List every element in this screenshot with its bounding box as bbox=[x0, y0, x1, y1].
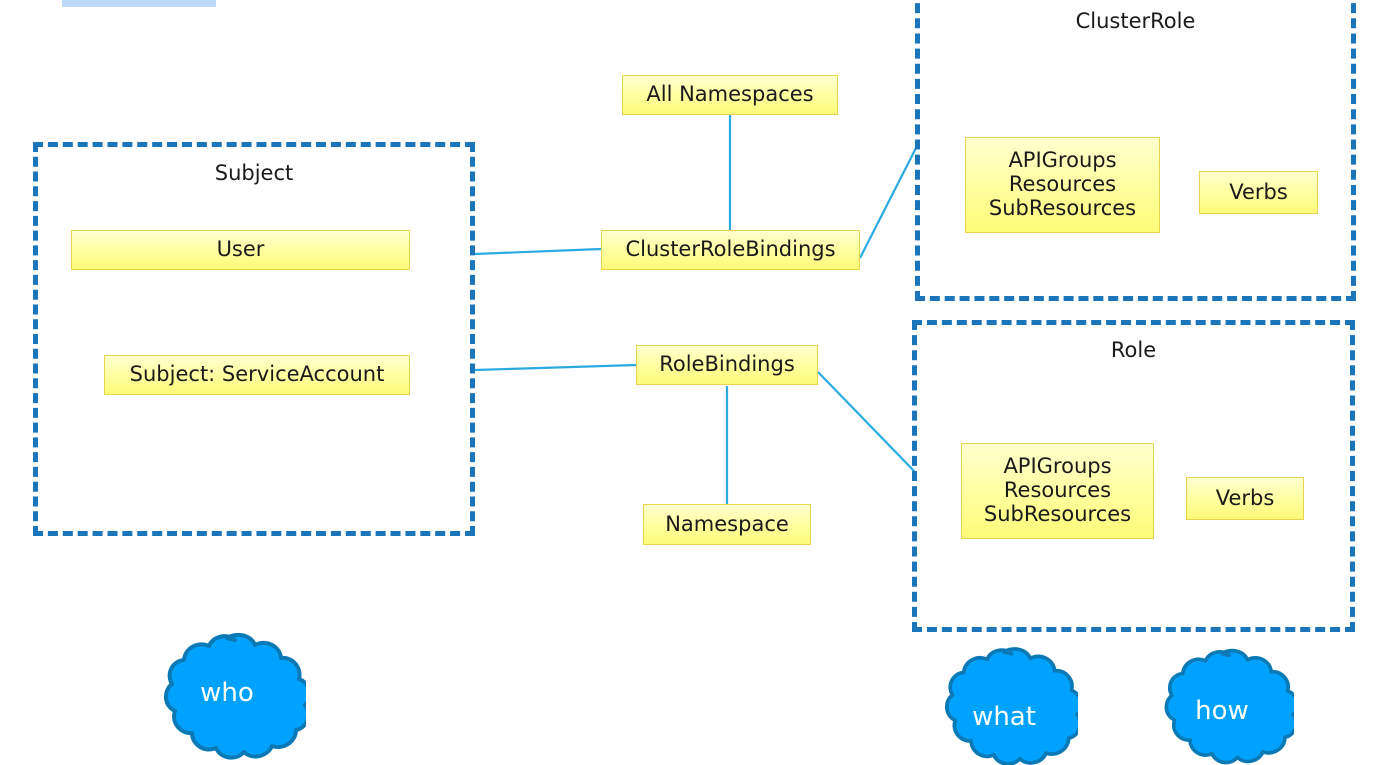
group-clusterrole: ClusterRole bbox=[915, 0, 1356, 301]
node-namespace[interactable]: Namespace bbox=[643, 504, 811, 545]
edge-subject-to-rolebindings bbox=[474, 363, 637, 372]
cloud-icon bbox=[164, 632, 312, 760]
node-user[interactable]: User bbox=[71, 230, 410, 270]
group-role-title: Role bbox=[1110, 338, 1157, 362]
group-clusterrole-title: ClusterRole bbox=[1075, 9, 1196, 33]
node-role-verbs[interactable]: Verbs bbox=[1186, 477, 1304, 520]
edge-subject-to-clusterrolebindings bbox=[474, 247, 602, 256]
node-service-account[interactable]: Subject: ServiceAccount bbox=[104, 355, 410, 395]
edge-rolebindings-to-role bbox=[817, 371, 917, 474]
node-clusterrole-rules[interactable]: APIGroups Resources SubResources bbox=[965, 137, 1160, 233]
node-clusterrole-verbs[interactable]: Verbs bbox=[1199, 171, 1318, 214]
node-role-bindings[interactable]: RoleBindings bbox=[636, 345, 818, 385]
group-role: Role bbox=[912, 320, 1355, 632]
node-cluster-role-bindings[interactable]: ClusterRoleBindings bbox=[601, 230, 860, 270]
cloud-icon bbox=[1164, 648, 1300, 765]
group-subject: Subject bbox=[33, 142, 475, 536]
cloud-what[interactable]: what bbox=[930, 646, 1084, 765]
cloud-how[interactable]: how bbox=[1150, 646, 1300, 765]
edge-clusterrolebindings-to-clusterrole bbox=[859, 145, 918, 259]
cloud-who[interactable]: who bbox=[148, 632, 312, 765]
group-subject-title: Subject bbox=[214, 161, 294, 185]
node-all-namespaces[interactable]: All Namespaces bbox=[622, 75, 838, 115]
node-role-rules[interactable]: APIGroups Resources SubResources bbox=[961, 443, 1154, 539]
selection-highlight-bar bbox=[62, 0, 216, 7]
cloud-icon bbox=[944, 647, 1084, 765]
